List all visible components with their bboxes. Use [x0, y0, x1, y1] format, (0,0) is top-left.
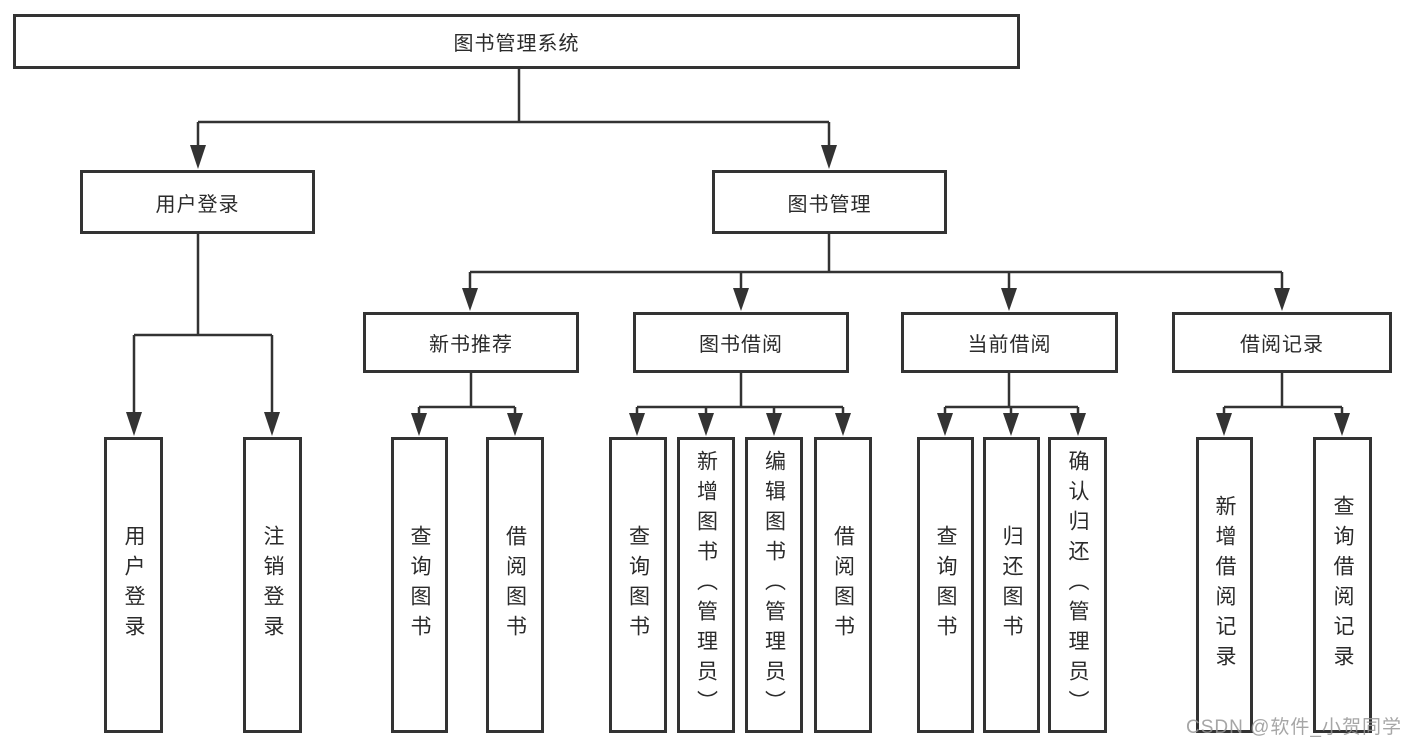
- arrowhead-icon: [766, 413, 782, 436]
- arrowhead-icon: [411, 413, 427, 436]
- node-borrow-books-recommend: 借阅图书: [486, 437, 544, 733]
- node-logout: 注销登录: [243, 437, 302, 733]
- node-current-borrowing: 当前借阅: [901, 312, 1118, 373]
- arrowhead-icon: [1334, 413, 1350, 436]
- arrowhead-icon: [1274, 288, 1290, 311]
- connector-borrow-records-split: [1222, 373, 1344, 416]
- arrowhead-icon: [835, 413, 851, 436]
- node-label: 查询图书: [626, 525, 650, 645]
- arrowhead-icon: [937, 413, 953, 436]
- node-book-management: 图书管理: [712, 170, 947, 234]
- arrowheads: [126, 145, 1350, 436]
- node-query-books-current: 查询图书: [917, 437, 974, 733]
- node-query-books-borrowing: 查询图书: [609, 437, 667, 733]
- arrowhead-icon: [264, 412, 280, 436]
- connector-new-book-recommendation-split: [417, 373, 517, 416]
- node-query-books-recommend: 查询图书: [391, 437, 448, 733]
- node-label: 新增借阅记录: [1213, 495, 1236, 675]
- arrowhead-icon: [1216, 413, 1232, 436]
- node-library-management-system: 图书管理系统: [13, 14, 1020, 69]
- node-label: 编辑图书（管理员）: [762, 450, 786, 720]
- node-label: 借阅图书: [503, 525, 527, 645]
- arrowhead-icon: [698, 413, 714, 436]
- node-add-borrow-record: 新增借阅记录: [1196, 437, 1253, 733]
- csdn-watermark: CSDN @软件_小贺同学: [1186, 717, 1402, 738]
- connector-book-borrowing-split: [635, 373, 845, 416]
- node-label: 查询借阅记录: [1331, 495, 1354, 675]
- node-user-login: 用户登录: [80, 170, 315, 234]
- connector-user-login-split: [132, 234, 274, 414]
- node-label: 新增图书（管理员）: [694, 450, 718, 720]
- arrowhead-icon: [1070, 413, 1086, 436]
- node-label: 归还图书: [1000, 525, 1023, 645]
- connector-current-borrowing-split: [943, 373, 1080, 416]
- arrowhead-icon: [126, 412, 142, 436]
- node-new-book-recommendation: 新书推荐: [363, 312, 579, 373]
- node-label: 查询图书: [934, 525, 957, 645]
- arrowhead-icon: [733, 288, 749, 311]
- node-return-books: 归还图书: [983, 437, 1040, 733]
- node-user-login-leaf: 用户登录: [104, 437, 163, 733]
- node-edit-book-admin: 编辑图书（管理员）: [745, 437, 803, 733]
- node-label: 借阅图书: [831, 525, 855, 645]
- connector-root-split: [196, 69, 831, 148]
- node-label: 用户登录: [122, 525, 145, 645]
- node-confirm-return-admin: 确认归还（管理员）: [1048, 437, 1107, 733]
- arrowhead-icon: [1003, 413, 1019, 436]
- node-borrow-records: 借阅记录: [1172, 312, 1392, 373]
- arrowhead-icon: [629, 413, 645, 436]
- connector-book-management-split: [468, 234, 1284, 290]
- arrowhead-icon: [462, 288, 478, 311]
- arrowhead-icon: [507, 413, 523, 436]
- node-book-borrowing: 图书借阅: [633, 312, 849, 373]
- node-label: 查询图书: [408, 525, 431, 645]
- arrowhead-icon: [190, 145, 206, 169]
- node-label: 确认归还（管理员）: [1066, 450, 1089, 720]
- node-label: 注销登录: [261, 525, 284, 645]
- arrowhead-icon: [1001, 288, 1017, 311]
- arrowhead-icon: [821, 145, 837, 169]
- node-query-borrow-record: 查询借阅记录: [1313, 437, 1372, 733]
- node-borrow-books-borrowing: 借阅图书: [814, 437, 872, 733]
- node-add-book-admin: 新增图书（管理员）: [677, 437, 735, 733]
